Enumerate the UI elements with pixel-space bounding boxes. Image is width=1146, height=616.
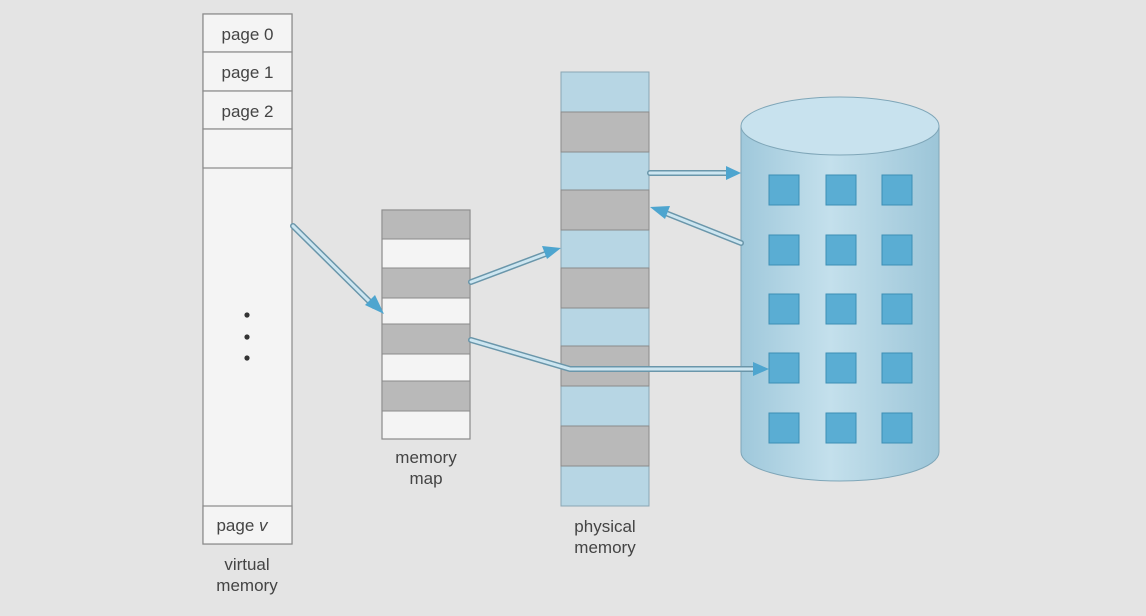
disk-block xyxy=(881,412,913,444)
disk-block xyxy=(825,174,857,206)
arrow-disk-to-physical xyxy=(650,206,744,246)
disk-block xyxy=(825,412,857,444)
disk-block xyxy=(825,352,857,384)
ellipsis-dot xyxy=(244,355,250,361)
page-3-cell xyxy=(202,128,293,169)
physical-frame-used xyxy=(560,111,650,153)
virtual-memory-label-line2: memory xyxy=(216,576,278,595)
physical-frame-used xyxy=(560,189,650,231)
arrow-physical-to-disk xyxy=(647,166,741,180)
memory-map-column: memory map xyxy=(381,209,471,488)
disk-block xyxy=(825,293,857,325)
page-v-prefix: page xyxy=(216,516,259,535)
disk-block xyxy=(881,293,913,325)
ellipsis-dot xyxy=(244,312,250,318)
page-0-label: page 0 xyxy=(222,25,274,44)
disk-block xyxy=(881,234,913,266)
page-2-label: page 2 xyxy=(222,102,274,121)
memory-map-label-line1: memory xyxy=(395,448,457,467)
disk-cylinder xyxy=(740,96,940,482)
physical-frame-used xyxy=(560,267,650,309)
page-v-label: page v xyxy=(216,516,269,535)
page-2-cell xyxy=(202,90,293,130)
disk-block xyxy=(825,234,857,266)
arrow-map-to-disk xyxy=(468,337,769,376)
memory-map-entry xyxy=(381,380,471,412)
virtual-memory-label-line1: virtual xyxy=(224,555,269,574)
memory-map-entry xyxy=(381,209,471,240)
memory-map-entry xyxy=(381,267,471,299)
mapping-arrows xyxy=(290,166,769,376)
physical-memory-column: physical memory xyxy=(560,71,650,557)
ellipsis-dot xyxy=(244,334,250,340)
arrow-virtual-to-map xyxy=(290,223,384,314)
disk-block xyxy=(768,412,800,444)
physical-memory-label-line1: physical xyxy=(574,517,635,536)
disk-block xyxy=(881,352,913,384)
page-v-variable: v xyxy=(259,516,269,535)
arrow-map-to-physical xyxy=(468,246,561,285)
disk-block xyxy=(881,174,913,206)
memory-map-label-line2: map xyxy=(409,469,442,488)
page-1-label: page 1 xyxy=(222,63,274,82)
disk-block xyxy=(768,293,800,325)
physical-memory-label-line2: memory xyxy=(574,538,636,557)
page-v-cell xyxy=(202,505,293,545)
virtual-memory-column: page 0 page 1 page 2 page v virtual memo… xyxy=(202,13,293,595)
page-0-cell xyxy=(202,13,293,53)
memory-map-entry xyxy=(381,323,471,355)
physical-frame-used xyxy=(560,425,650,467)
disk-block xyxy=(768,352,800,384)
disk-block xyxy=(768,234,800,266)
disk-block xyxy=(768,174,800,206)
disk-blocks xyxy=(768,174,913,444)
